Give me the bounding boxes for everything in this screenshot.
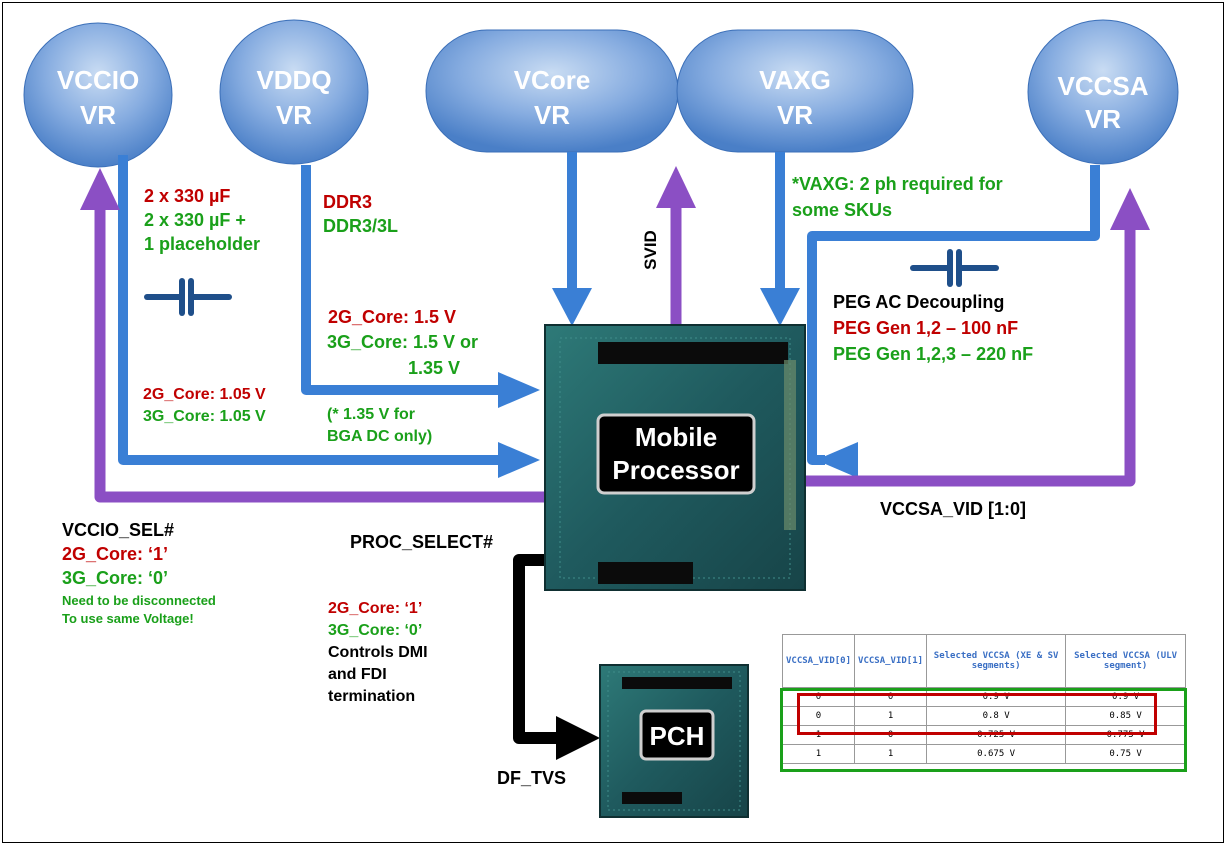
- bga-note-2: BGA DC only): [327, 428, 433, 445]
- table-red-highlight: [797, 693, 1157, 735]
- vr-vccsa: [1027, 19, 1179, 165]
- vr-vaxg-vr: VR: [777, 100, 813, 130]
- proc-select-arrowhead: [556, 716, 600, 760]
- vaxg-feed-arrowhead: [760, 288, 800, 326]
- vcore-feed-arrowhead: [552, 288, 592, 326]
- cap-label-2: 2 x 330 µF +: [144, 210, 246, 230]
- peg-capacitor-icon: [910, 249, 999, 287]
- vccio-sel-arrowhead: [80, 168, 120, 210]
- vr-vccio-name: VCCIO: [57, 65, 139, 95]
- vddq-3g-label-2: 1.35 V: [408, 358, 461, 378]
- vccio-sel-3g: 3G_Core: ‘0’: [62, 568, 169, 588]
- vddq-2g-label: 2G_Core: 1.5 V: [328, 307, 457, 327]
- vccsa-vid-line: [800, 228, 1136, 487]
- disconnect-note-2: To use same Voltage!: [62, 611, 194, 626]
- bga-note-1: (* 1.35 V for: [327, 406, 416, 423]
- table-row: 1 1 0.675 V 0.75 V: [781, 744, 1186, 764]
- ddr3-label: DDR3: [323, 192, 373, 212]
- vr-vcore-vr: VR: [534, 100, 570, 130]
- cap-label-3: 1 placeholder: [144, 234, 261, 254]
- vddq-feed-line: [301, 165, 500, 395]
- vaxg-note-1: *VAXG: 2 ph required for: [792, 174, 1003, 194]
- peg-title: PEG AC Decoupling: [833, 292, 1005, 312]
- disconnect-note-1: Need to be disconnected: [62, 593, 216, 608]
- vaxg-note-2: some SKUs: [792, 200, 893, 220]
- vr-vccsa-name: VCCSA: [1057, 71, 1148, 101]
- peg-gen123-label: PEG Gen 1,2,3 – 220 nF: [833, 344, 1034, 364]
- vddq-3g-label: 3G_Core: 1.5 V or: [327, 332, 479, 352]
- pch-label: PCH: [650, 721, 705, 751]
- vccio-feed-arrowhead: [498, 442, 540, 478]
- vr-vccio: [23, 22, 173, 168]
- vr-vddq: [219, 19, 369, 165]
- table-header: Selected VCCSA (ULV segment): [1065, 634, 1186, 688]
- vccio-2g-label: 2G_Core: 1.05 V: [143, 386, 266, 403]
- cap-label-1: 2 x 330 µF: [144, 186, 231, 206]
- peg-gen12-label: PEG Gen 1,2 – 100 nF: [833, 318, 1019, 338]
- vccio-sel-line: [94, 208, 548, 503]
- proc-select-label: PROC_SELECT#: [350, 532, 494, 552]
- table-cell: 1: [854, 744, 928, 764]
- df-tvs-label: DF_TVS: [497, 768, 567, 788]
- vr-vaxg: [676, 29, 914, 153]
- vr-vaxg-name: VAXG: [759, 65, 831, 95]
- table-header: VCCSA_VID[1]: [854, 634, 928, 688]
- vccsa-vid-arrowhead: [1110, 188, 1150, 230]
- svid-arrowhead: [656, 166, 696, 208]
- vccsa-feed-arrowhead: [816, 442, 858, 478]
- vr-vcore-name: VCore: [514, 65, 591, 95]
- controls-note-1: Controls DMI: [328, 644, 428, 661]
- table-header-row: VCCSA_VID[0] VCCSA_VID[1] Selected VCCSA…: [781, 634, 1186, 688]
- table-cell: 0.675 V: [926, 744, 1067, 764]
- vddq-feed-arrowhead: [498, 372, 540, 408]
- proc-select-3g: 3G_Core: ‘0’: [328, 622, 423, 639]
- proc-select-2g: 2G_Core: ‘1’: [328, 600, 423, 617]
- vr-vccio-vr: VR: [80, 100, 116, 130]
- proc-select-line: [513, 554, 560, 744]
- vccio-sel-2g: 2G_Core: ‘1’: [62, 544, 169, 564]
- table-header: Selected VCCSA (XE & SV segments): [926, 634, 1067, 688]
- table-green-highlight: [780, 688, 1187, 772]
- table-header: VCCSA_VID[0]: [781, 634, 856, 688]
- svid-label: SVID: [641, 230, 660, 270]
- mobile-processor-chip: Mobile Processor: [544, 324, 806, 591]
- ddr3l-label: DDR3/3L: [323, 216, 399, 236]
- pch-chip: PCH: [599, 664, 749, 818]
- processor-label-line1: Mobile: [635, 422, 717, 452]
- vccio-feed-line: [118, 155, 500, 465]
- controls-note-3: termination: [328, 688, 416, 705]
- vccio-capacitor-icon: [144, 278, 232, 316]
- processor-label-line2: Processor: [612, 455, 739, 485]
- vr-vddq-name: VDDQ: [256, 65, 331, 95]
- controls-note-2: and FDI: [328, 666, 387, 683]
- vr-vddq-vr: VR: [276, 100, 312, 130]
- vccio-3g-label: 3G_Core: 1.05 V: [143, 408, 266, 425]
- vccsa-vid-label: VCCSA_VID [1:0]: [880, 499, 1027, 519]
- vccio-sel-label: VCCIO_SEL#: [62, 520, 175, 540]
- vccsa-table: VCCSA_VID[0] VCCSA_VID[1] Selected VCCSA…: [781, 634, 1186, 764]
- vr-vccsa-vr: VR: [1085, 104, 1121, 134]
